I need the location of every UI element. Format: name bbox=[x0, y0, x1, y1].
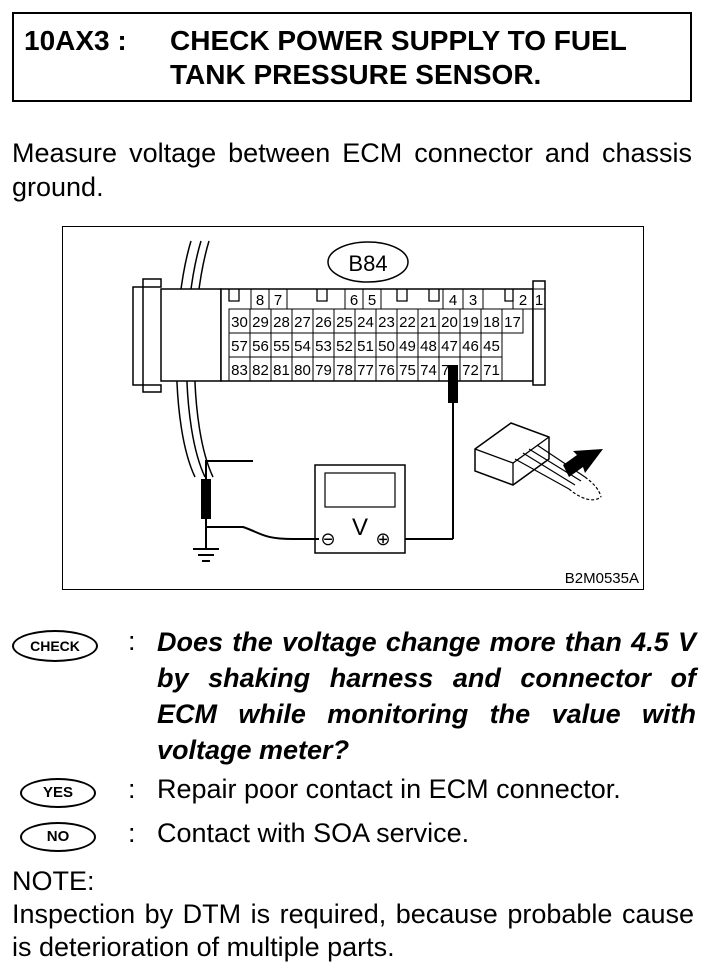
colon: : bbox=[128, 626, 136, 656]
title-box: 10AX3 : CHECK POWER SUPPLY TO FUEL TANK … bbox=[12, 12, 692, 102]
yes-badge: YES bbox=[20, 778, 96, 808]
connector-latch bbox=[132, 278, 162, 393]
figure-code: B2M0535A bbox=[565, 570, 639, 587]
pin-label: 52 bbox=[336, 338, 353, 355]
connector-label: B84 bbox=[348, 251, 387, 276]
no-row: NO : Contact with SOA service. bbox=[12, 816, 696, 856]
key-notch bbox=[228, 289, 240, 302]
pin-label: 26 bbox=[315, 314, 332, 331]
pin-label: 49 bbox=[399, 338, 416, 355]
key-notch bbox=[396, 289, 408, 302]
pin-label: 29 bbox=[252, 314, 269, 331]
intro-instruction: Measure voltage between ECM connector an… bbox=[12, 138, 692, 202]
pin-label: 25 bbox=[336, 314, 353, 331]
connector-label-oval bbox=[327, 241, 409, 283]
yes-answer: Repair poor contact in ECM connector. bbox=[157, 774, 621, 804]
pin-label: 5 bbox=[368, 292, 376, 309]
pin-label: 30 bbox=[231, 314, 248, 331]
voltmeter-symbol: V bbox=[352, 514, 368, 541]
pin-label: 72 bbox=[462, 362, 479, 379]
plus-terminal-icon: ⊕ bbox=[375, 529, 390, 549]
pin-label: 80 bbox=[294, 362, 311, 379]
key-notch bbox=[428, 289, 440, 302]
pin-label: 18 bbox=[483, 314, 500, 331]
pin-label: 28 bbox=[273, 314, 290, 331]
connector-view-icon bbox=[474, 422, 602, 501]
pin-label: 54 bbox=[294, 338, 311, 355]
pin-label: 27 bbox=[294, 314, 311, 331]
pin-label: 7 bbox=[274, 292, 282, 309]
pin-label: 57 bbox=[231, 338, 248, 355]
connector-end-tab bbox=[532, 280, 546, 386]
pin-label: 55 bbox=[273, 338, 290, 355]
colon: : bbox=[128, 818, 136, 848]
connector-shell bbox=[160, 288, 222, 382]
probe-positive bbox=[448, 365, 458, 403]
pin-label: 47 bbox=[441, 338, 458, 355]
lead-negative bbox=[205, 460, 319, 540]
check-row: CHECK : Does the voltage change more tha… bbox=[12, 624, 696, 768]
pin-label: 3 bbox=[469, 292, 477, 309]
check-badge: CHECK bbox=[12, 630, 98, 662]
pin-label: 8 bbox=[256, 292, 264, 309]
step-title: CHECK POWER SUPPLY TO FUEL TANK PRESSURE… bbox=[170, 25, 627, 90]
pin-label: 56 bbox=[252, 338, 269, 355]
pin-label: 71 bbox=[483, 362, 500, 379]
pin-label: 1 bbox=[535, 292, 543, 309]
probe-negative bbox=[201, 479, 211, 519]
pin-label: 83 bbox=[231, 362, 248, 379]
note-text: Inspection by DTM is required, because p… bbox=[12, 899, 694, 962]
pin-cell bbox=[480, 356, 503, 382]
pin-label: 17 bbox=[504, 314, 521, 331]
pin-label: 75 bbox=[399, 362, 416, 379]
yes-row: YES : Repair poor contact in ECM connect… bbox=[12, 772, 696, 812]
pin-label: 21 bbox=[420, 314, 437, 331]
check-question: Does the voltage change more than 4.5 V … bbox=[157, 627, 696, 765]
top-pin-row: 8 7 6 5 4 3 2 1 bbox=[250, 288, 546, 310]
pin-cell bbox=[501, 308, 524, 334]
pin-label: 23 bbox=[378, 314, 395, 331]
pin-label: 22 bbox=[399, 314, 416, 331]
step-code: 10AX3 : bbox=[24, 25, 127, 56]
pin-label: 51 bbox=[357, 338, 374, 355]
no-badge: NO bbox=[20, 822, 96, 852]
pin-label: 4 bbox=[449, 292, 457, 309]
minus-terminal-icon: ⊖ bbox=[320, 529, 335, 549]
pin-label: 19 bbox=[462, 314, 479, 331]
pin-label: 79 bbox=[315, 362, 332, 379]
pin-label: 81 bbox=[273, 362, 290, 379]
pin-label: 77 bbox=[357, 362, 374, 379]
pin-label: 45 bbox=[483, 338, 500, 355]
voltmeter-display bbox=[324, 472, 396, 508]
diagram-svg: B84 8 7 6 5 4 3 2 1 bbox=[132, 240, 639, 587]
key-notch bbox=[316, 289, 328, 302]
view-arrow-icon bbox=[563, 449, 603, 477]
colon: : bbox=[128, 774, 136, 804]
pin-label: 50 bbox=[378, 338, 395, 355]
pin-label: 20 bbox=[441, 314, 458, 331]
pin-label: 53 bbox=[315, 338, 332, 355]
pin-label: 74 bbox=[420, 362, 437, 379]
pin-label: 48 bbox=[420, 338, 437, 355]
note-label: NOTE: bbox=[12, 866, 95, 896]
pin-label: 6 bbox=[350, 292, 358, 309]
connector-diagram: B84 8 7 6 5 4 3 2 1 bbox=[62, 226, 644, 590]
pin-label: 76 bbox=[378, 362, 395, 379]
pin-label: 82 bbox=[252, 362, 269, 379]
pin-label: 78 bbox=[336, 362, 353, 379]
pin-label: 24 bbox=[357, 314, 374, 331]
pin-label: 2 bbox=[519, 292, 527, 309]
no-answer: Contact with SOA service. bbox=[157, 818, 470, 848]
pin-label: 46 bbox=[462, 338, 479, 355]
